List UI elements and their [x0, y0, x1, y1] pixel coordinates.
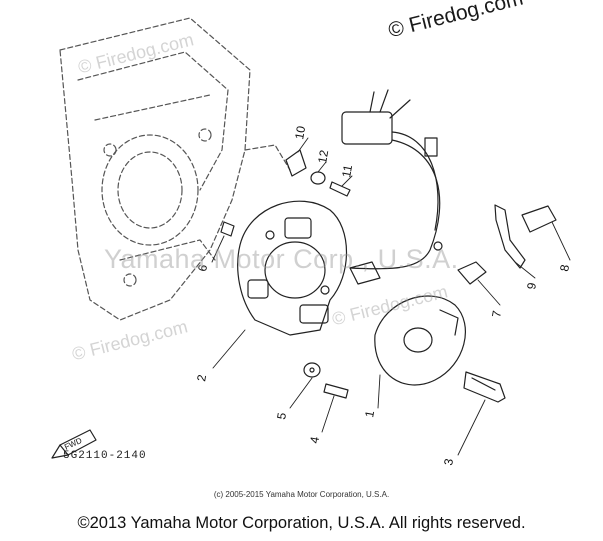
callout-11: 11 — [339, 164, 355, 179]
fwd-arrow-icon — [51, 429, 97, 459]
callout-10: 10 — [292, 125, 308, 141]
main-copyright: ©2013 Yamaha Motor Corporation, U.S.A. A… — [77, 514, 526, 532]
yamaha-watermark: Yamaha Motor Corp., U.S.A. — [104, 244, 459, 274]
callout-6: 6 — [195, 263, 210, 272]
washer-5 — [303, 362, 321, 378]
leader-lines — [211, 137, 571, 456]
bracket-10 — [285, 149, 307, 177]
bracket-8 — [521, 205, 557, 233]
crankcase-outline — [59, 17, 291, 321]
callout-9: 9 — [524, 281, 539, 290]
callout-2: 2 — [194, 373, 209, 382]
bracket-9 — [494, 204, 526, 269]
pin-6 — [220, 221, 235, 237]
callout-1: 1 — [362, 409, 377, 418]
callout-4: 4 — [307, 435, 322, 444]
bolt-11 — [329, 181, 351, 197]
callout-12: 12 — [315, 149, 331, 165]
flywheel-rotor — [374, 295, 466, 386]
clamp-7 — [457, 261, 487, 285]
callout-numbers: 1 2 3 4 5 6 7 8 9 10 11 12 FWD — [63, 125, 572, 467]
callout-8: 8 — [557, 263, 572, 272]
callout-3: 3 — [441, 457, 456, 466]
washer-12 — [310, 171, 326, 185]
wire-harness — [341, 89, 443, 285]
screw-4 — [323, 383, 349, 399]
diagram-part-code: 5G2110-2140 — [63, 450, 147, 462]
small-copyright: (c) 2005-2015 Yamaha Motor Corporation, … — [213, 490, 390, 499]
bolt-3 — [463, 371, 506, 403]
callout-7: 7 — [489, 309, 504, 318]
callout-5: 5 — [274, 411, 289, 420]
stator-plate — [237, 200, 347, 336]
